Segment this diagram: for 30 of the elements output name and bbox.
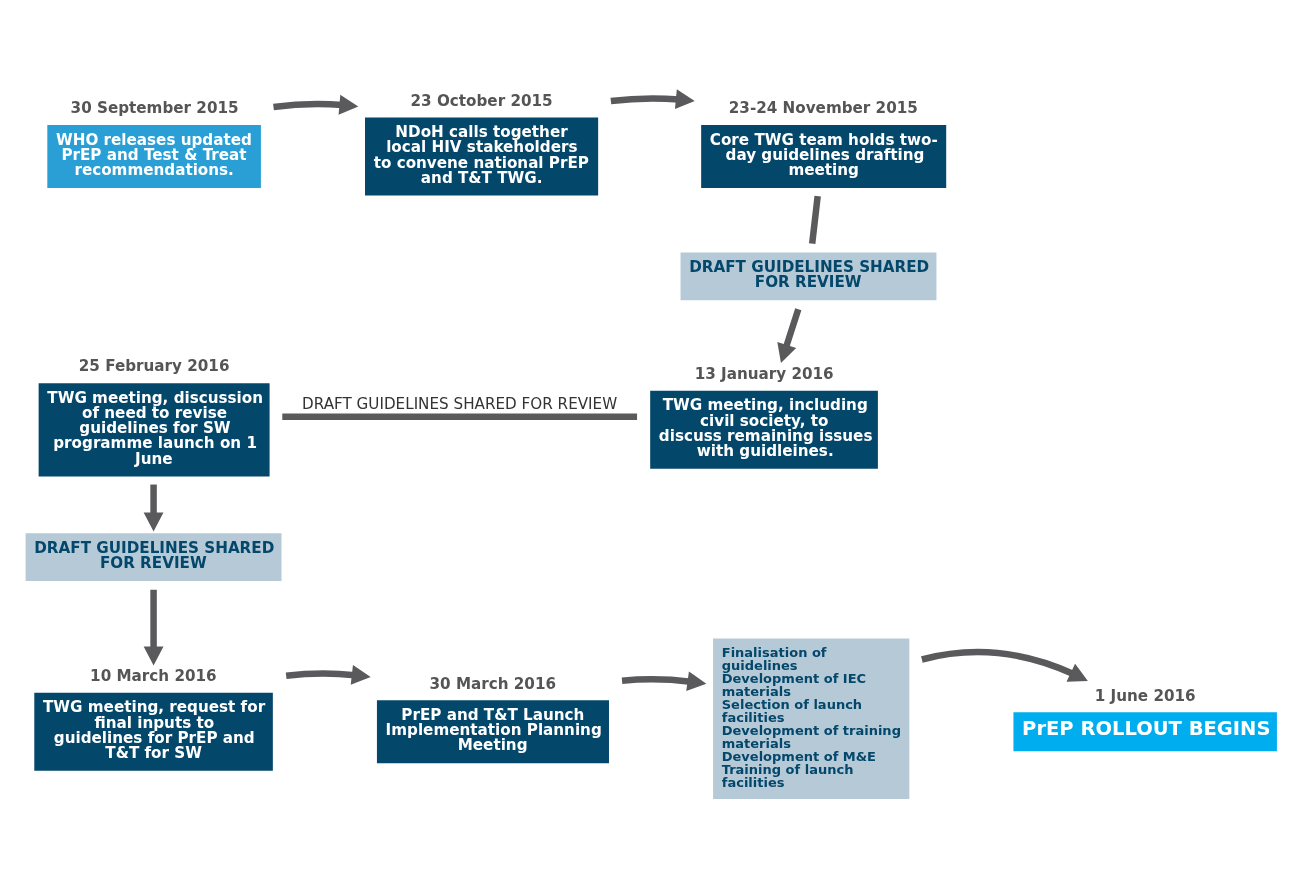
arrow [777,308,802,364]
node-box: PrEP and T&T Launch Implementation Planning Meeting [376,700,609,764]
node-label: 10 March 2016 [90,667,217,686]
node-label: 30 September 2015 [70,99,239,118]
node-label: 13 January 2016 [694,365,834,384]
node-box: NDoH calls together local HIV stakeholders to convene national PrEP and T&T TWG. [365,117,599,196]
node-box: DRAFT GUIDELINES SHARED FOR REVIEW [680,252,937,301]
node-box: TWG meeting, discussion of need to revise guidelines for SW programme launch on 1 June [38,383,270,477]
edge-label: DRAFT GUIDELINES SHARED FOR REVIEW [302,395,618,414]
connector [282,413,638,421]
node-box: WHO releases updated PrEP and Test & Treat recommendations. [47,125,261,188]
node-label: 30 March 2016 [429,674,557,693]
arrow [921,648,1088,682]
arrow [273,94,359,115]
node-label: 23 October 2015 [410,91,553,110]
node-label: 25 February 2016 [78,357,230,376]
node-box: Finalisation of guidelines Development of IEC materials Selection of launch facilities Development of training materials Development of M&E Training of launch facilities [713,638,910,799]
node-box: Core TWG team holds two-day guidelines drafting meeting [701,125,947,188]
arrow [610,89,695,110]
node-label: 1 June 2016 [1094,686,1196,705]
node-box: TWG meeting, request for final inputs to guidelines for PrEP and T&T for SW [34,692,273,771]
node-box: TWG meeting, including civil society, to discuss remaining issues with guidleines. [650,390,878,469]
connector [808,195,821,244]
arrow [285,664,371,685]
node-box: PrEP ROLLOUT BEGINS [1013,712,1277,752]
node-label: 23-24 November 2015 [728,99,918,118]
arrow [143,589,164,666]
arrow [621,671,707,692]
arrow [143,484,164,532]
node-box: DRAFT GUIDELINES SHARED FOR REVIEW [25,533,282,582]
